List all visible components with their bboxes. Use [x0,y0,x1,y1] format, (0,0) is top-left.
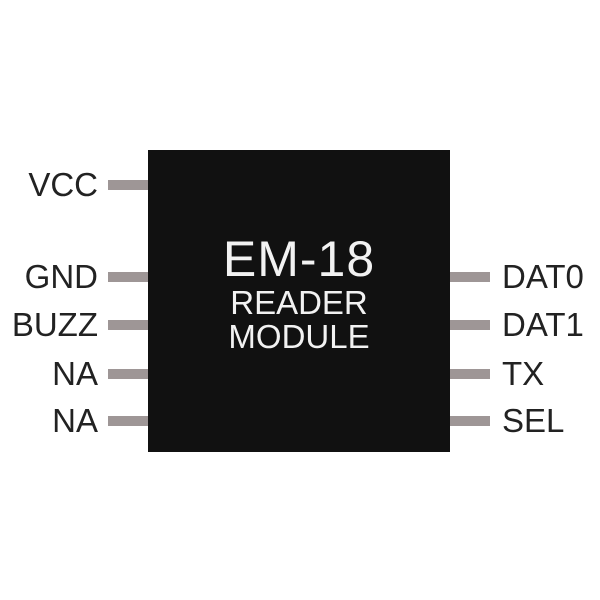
pin-dat1 [450,320,490,330]
chip-title: EM-18 [222,231,376,287]
em18-chip-body: EM-18 READER MODULE [148,150,450,452]
pin-vcc [108,180,148,190]
pin-label-dat0: DAT0 [502,258,584,295]
pin-label-vcc: VCC [28,166,98,203]
chip-subtitle-reader: READER [230,284,368,321]
pin-label-dat1: DAT1 [502,306,584,343]
pin-label-tx: TX [502,355,545,392]
pin-na-1 [108,369,148,379]
pin-label-na-1: NA [52,355,98,392]
chip-subtitle-module: MODULE [228,318,370,355]
pin-sel [450,416,490,426]
pin-na-2 [108,416,148,426]
pin-label-buzz: BUZZ [11,306,98,343]
pin-buzz [108,320,148,330]
pin-label-gnd: GND [24,258,98,295]
pin-label-na-2: NA [52,402,98,439]
pin-gnd [108,272,148,282]
pin-dat0 [450,272,490,282]
pin-tx [450,369,490,379]
pin-label-sel: SEL [502,402,565,439]
